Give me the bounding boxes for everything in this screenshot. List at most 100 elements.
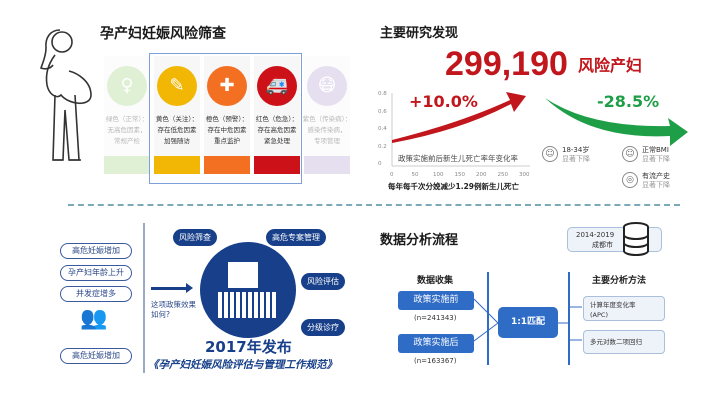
chart-caption: 政策实施前后新生儿死亡率年变化率: [398, 154, 518, 163]
card-line: 存在低危因素: [157, 126, 197, 134]
card-line: 存在中危因素: [207, 126, 247, 134]
y-tick: 0.4: [378, 126, 387, 132]
arrow-right-icon: [151, 283, 193, 293]
x-tick: 100: [433, 172, 444, 178]
crowd-trend-icon: 👥: [80, 306, 108, 331]
card-line: 黄色（关注）：: [155, 115, 199, 123]
tag-screening: 风险筛查: [173, 229, 217, 246]
y-tick: 0.6: [378, 108, 387, 115]
group-sub: 显著下降: [562, 155, 590, 163]
flow-line-left: [487, 272, 489, 365]
pill-complications: 并发症增多: [60, 286, 132, 302]
fingerprint-icon: ◎: [622, 172, 638, 188]
vertical-divider: [143, 223, 145, 373]
policy-circle: [200, 242, 296, 338]
findings-title: 主要研究发现: [380, 26, 459, 41]
pill-age-rise: 孕产妇年龄上升: [60, 265, 132, 281]
flow-connectors: [474, 298, 582, 342]
tag-tiered-care: 分级诊疗: [301, 319, 345, 336]
after-box: 政策实施后: [398, 334, 474, 353]
method-apc-line1: 计算年度变化率: [590, 301, 636, 309]
risk-icon: ♀: [107, 66, 147, 106]
methods-title: 主要分析方法: [592, 276, 647, 286]
card-line: 橙色（预警）：: [205, 115, 249, 123]
pill-risk-increase-2: 高危妊娠增加: [60, 348, 132, 364]
risk-icon: ✚: [207, 66, 247, 106]
risk-card: 😷 紫色（传染病）： 感染传染病， 专项管理: [302, 56, 352, 174]
flow-line-right: [568, 272, 570, 365]
policy-year: 2017年发布: [205, 338, 292, 356]
risk-color-bar: [304, 156, 350, 174]
risk-color-bar: [254, 156, 300, 174]
method-apc-line2: (APC): [590, 311, 608, 319]
group-label: 正常BMI: [642, 146, 669, 154]
building-icon: [218, 292, 278, 318]
x-tick: 250: [497, 172, 509, 178]
tag-assessment: 风险评估: [301, 273, 345, 290]
x-tick: 150: [454, 172, 466, 178]
card-line: 感染传染病，: [307, 126, 347, 134]
card-line: 紫色（传染病）：: [302, 115, 352, 123]
big-number: 299,190: [445, 45, 568, 83]
trend-chart: [391, 92, 688, 167]
risk-color-bar: [104, 156, 150, 174]
match-box: 1:1匹配: [498, 307, 558, 338]
group-age: ☺ 18-34岁显著下降: [542, 146, 590, 164]
method-regression: 多元对数二项回归: [583, 330, 665, 354]
card-line: 无高危因素，: [107, 126, 147, 134]
person-icon: ☺: [542, 146, 558, 162]
risk-color-bar: [204, 156, 250, 174]
card-line: 专项管理: [314, 137, 340, 145]
card-line: 紧急处理: [264, 137, 290, 145]
group-sub: 显著下降: [642, 181, 670, 189]
y-tick: 0.2: [378, 143, 387, 150]
person-icon: ☺: [622, 146, 638, 162]
risk-icon: ✎: [157, 66, 197, 106]
database-icon: [623, 222, 649, 257]
summary: 每年每千次分娩减少1.29例新生儿死亡: [388, 182, 520, 191]
card-line: 重点监护: [214, 137, 240, 145]
highlight-frame: [149, 53, 302, 184]
group-label: 有流产史: [642, 172, 670, 180]
decrease-value: -28.5%: [597, 92, 660, 111]
pregnant-woman-illustration: [40, 29, 92, 161]
card-line: 常规产检: [114, 137, 140, 145]
risk-color-bar: [154, 156, 200, 174]
method-apc: 计算年度变化率 (APC): [583, 296, 665, 321]
collect-title: 数据收集: [417, 276, 454, 286]
y-tick: 0: [378, 161, 382, 167]
y-tick: 0.8: [378, 91, 387, 97]
question: 这项政策效果如何?: [151, 300, 196, 319]
x-tick: 0: [390, 172, 394, 178]
card-line: 加强随访: [164, 137, 190, 145]
increase-value: +10.0%: [409, 92, 478, 111]
document-icon: [228, 262, 258, 288]
increase-arrow: [392, 92, 526, 143]
section-divider: [68, 204, 680, 206]
after-n: (n=163367): [414, 357, 457, 365]
db-years: 2014-2019: [576, 231, 615, 239]
x-tick: 50: [411, 172, 419, 178]
screening-title: 孕产妇妊娠风险筛查: [100, 26, 226, 42]
risk-card: 🚑 红色（危急）： 存在高危因素紧急处理: [254, 56, 300, 174]
risk-card: ♀ 绿色（正常）： 无高危因素， 常规产检: [104, 56, 150, 174]
card-line: 存在高危因素: [257, 126, 297, 134]
decrease-arrow: [545, 98, 688, 146]
pill-risk-increase: 高危妊娠增加: [60, 243, 132, 259]
policy-name: 《孕产妇妊娠风险评估与管理工作规范》: [148, 359, 337, 371]
risk-icon: 😷: [307, 66, 347, 106]
flow-title: 数据分析流程: [380, 233, 459, 248]
risk-card: ✎ 黄色（关注）： 存在低危因素加强随访: [154, 56, 200, 174]
db-city: 成都市: [592, 241, 613, 249]
before-n: (n=241343): [414, 314, 457, 322]
group-abortion: ◎ 有流产史显著下降: [622, 172, 670, 190]
card-line: 绿色（正常）：: [105, 115, 149, 123]
card-line: 红色（危急）：: [255, 115, 299, 123]
risk-card: ✚ 橙色（预警）： 存在中危因素重点监护: [204, 56, 250, 174]
big-label: 风险产妇: [578, 56, 643, 75]
x-tick: 300: [519, 172, 530, 178]
tag-case-management: 高危专案管理: [266, 229, 326, 246]
risk-icon: 🚑: [257, 66, 297, 106]
group-label: 18-34岁: [562, 146, 590, 154]
